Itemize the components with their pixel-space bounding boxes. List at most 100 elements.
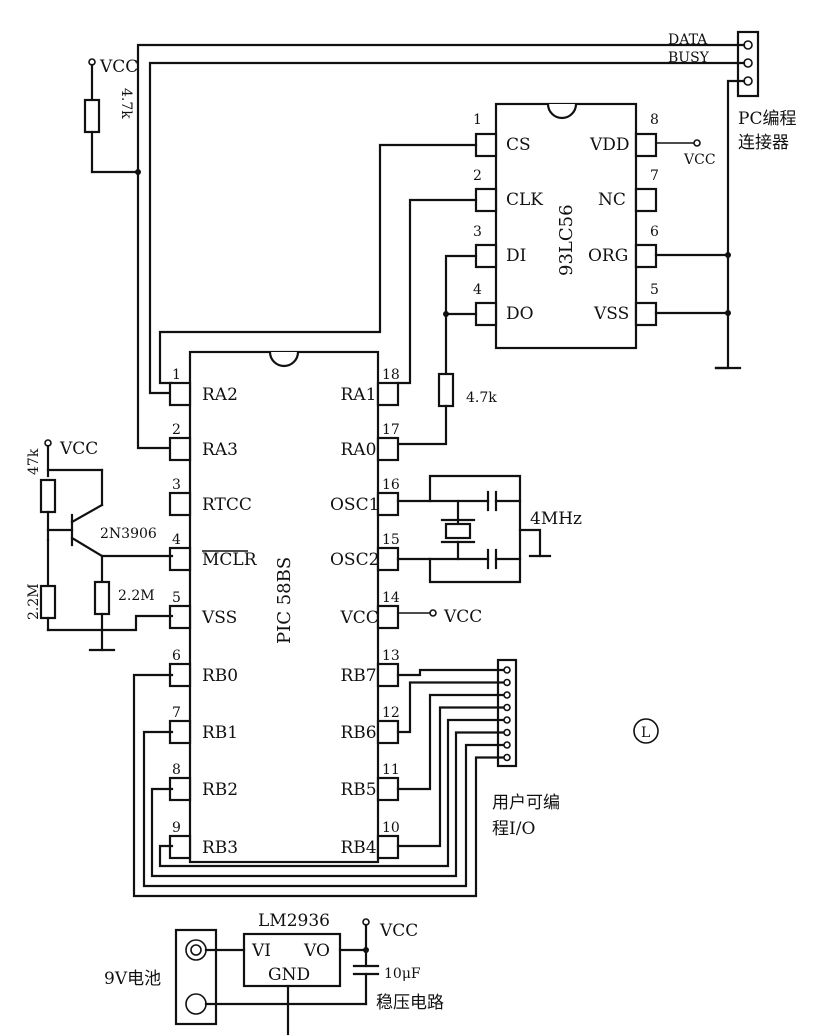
pic-pin-label-rb5: RB5 [341, 780, 377, 800]
reg-gnd-label: GND [268, 965, 310, 985]
eeprom-pin-nc: NC [598, 190, 626, 210]
user-io-label-1: 用户可编 [492, 793, 560, 813]
io-bus-wires [132, 668, 505, 898]
pic-left-pin-num: 6 [172, 648, 181, 664]
pic-name: PIC 58BS [274, 557, 295, 644]
svg-text:4: 4 [473, 282, 482, 298]
pic-pin-label-ra2: RA2 [202, 385, 238, 405]
pic-pin-label-ra3: RA3 [202, 440, 238, 460]
pic-pin-label-ra0: RA0 [341, 440, 377, 460]
pic-left-pin-num: 3 [172, 477, 181, 493]
pic-left-pin-box [168, 546, 192, 572]
pic-pin-label-rb3: RB3 [202, 838, 238, 858]
svg-text:L: L [641, 725, 650, 741]
svg-text:3: 3 [473, 224, 482, 240]
svg-text:7: 7 [650, 168, 659, 184]
pic-left-pin-num: 9 [172, 820, 181, 836]
pic-right-pin-num: 18 [382, 367, 400, 383]
pic-left-pin-num: 1 [172, 367, 181, 383]
pic-pin-label-mclr: MCLR [202, 550, 258, 570]
user-io-label-2: 程I/O [492, 819, 535, 839]
vcc-label-reset: VCC [59, 439, 98, 459]
reg-vi-label: VI [251, 941, 271, 961]
pic-pin-label-rtcc: RTCC [202, 495, 252, 515]
eeprom-pin-cs: CS [506, 135, 531, 155]
pc-connector-label-1: PC编程 [738, 109, 796, 129]
reset-circuit: VCC 2N3906 47k 2.2M 2.2M [26, 439, 174, 652]
eeprom-pin-vss: VSS [593, 304, 629, 324]
pc-connector: DATA BUSY PC编程 连接器 [668, 30, 796, 153]
pic-pin-label-rb0: RB0 [202, 666, 238, 686]
r22m-label-b: 2.2M [118, 588, 155, 604]
pic-right-pin-num: 14 [382, 590, 400, 606]
vcc-label-eeprom: VCC [683, 152, 716, 168]
pic-right-pin-box [376, 546, 400, 572]
pic-right-pin-box [376, 834, 400, 860]
r-top-label: 4.7k [118, 88, 134, 119]
pic-pin-label-rb4: RB4 [341, 838, 377, 858]
pic-left-pin-box [168, 381, 192, 407]
pc-connector-label-2: 连接器 [738, 133, 789, 153]
svg-text:2: 2 [473, 168, 482, 184]
r47k-label: 47k [26, 448, 42, 475]
eeprom-pin-clk: CLK [506, 190, 543, 210]
pic-pin-label-osc1: OSC1 [330, 495, 379, 515]
battery-label: 9V电池 [104, 969, 161, 989]
pic-right-pin-num: 12 [382, 705, 400, 721]
reg-vo-label: VO [303, 941, 330, 961]
transistor-label: 2N3906 [100, 526, 157, 542]
pic-pin-label-ra1: RA1 [341, 385, 377, 405]
pic-eeprom-wires: 4.7k [158, 143, 497, 446]
pic-right-pins: 18RA117RA016OSC115OSC214VCC13RB712RB611R… [330, 367, 400, 860]
pic-right-pin-num: 17 [382, 422, 400, 438]
pic-left-pin-num: 5 [172, 590, 181, 606]
svg-text:5: 5 [650, 282, 659, 298]
pullup-resistor-top: VCC 4.7k [83, 57, 141, 175]
pic-left-pin-num: 2 [172, 422, 181, 438]
pic-right-pin-num: 10 [382, 820, 400, 836]
pic-left-pin-num: 4 [172, 532, 181, 548]
eeprom-chip: 93LC56 1 2 3 4 CS CLK DI DO 8 7 6 5 VDD … [473, 102, 742, 370]
figure-mark: L [633, 718, 659, 744]
pic-left-pin-num: 8 [172, 762, 181, 778]
user-io-header: 用户可编 程I/O [492, 658, 560, 839]
cap-label: 10μF [384, 966, 421, 982]
pic-left-pin-box [168, 491, 192, 517]
pic-right-pin-box [376, 662, 400, 688]
battery-holder [174, 928, 218, 1026]
regulator-circuit: 9V电池 LM2936 VI VO GND VCC 10μF 稳压电路 [104, 911, 444, 1036]
r-mid-label: 4.7k [466, 390, 497, 406]
crystal-label: 4MHz [530, 509, 582, 529]
reg-circuit-label: 稳压电路 [376, 993, 444, 1013]
pic-pin-label-rb7: RB7 [341, 666, 377, 686]
pic-right-pin-box [376, 436, 400, 462]
pic-right-pin-box [376, 491, 400, 517]
eeprom-pin-vdd: VDD [589, 135, 630, 155]
vcc-label-pic: VCC [443, 607, 482, 627]
pic-right-pin-box [376, 381, 400, 407]
pic-right-pin-box [376, 604, 400, 630]
eeprom-pin-di: DI [506, 246, 526, 266]
pic-pin-label-rb6: RB6 [341, 723, 377, 743]
pic-right-pin-num: 11 [382, 762, 400, 778]
svg-text:6: 6 [650, 224, 659, 240]
svg-text:8: 8 [650, 112, 659, 128]
eeprom-pin-org: ORG [588, 246, 628, 266]
pic-left-pin-num: 7 [172, 705, 181, 721]
pic-pin-label-osc2: OSC2 [330, 550, 379, 570]
pic-pin-label-rb1: RB1 [202, 723, 238, 743]
svg-text:1: 1 [473, 112, 482, 128]
regulator-label: LM2936 [258, 911, 330, 931]
eeprom-name: 93LC56 [556, 204, 577, 276]
eeprom-left-pins: 1 2 3 4 CS CLK DI DO [473, 112, 543, 327]
crystal-circuit: 4MHz VCC [396, 474, 582, 627]
vcc-label-top: VCC [99, 57, 138, 77]
vcc-label-reg: VCC [379, 921, 418, 941]
pic-right-pin-num: 16 [382, 477, 400, 493]
pic-right-pin-box [376, 776, 400, 802]
pic-chip: PIC 58BS [188, 350, 380, 864]
eeprom-pin-do: DO [506, 304, 534, 324]
pic-pin-label-vcc: VCC [340, 608, 379, 628]
